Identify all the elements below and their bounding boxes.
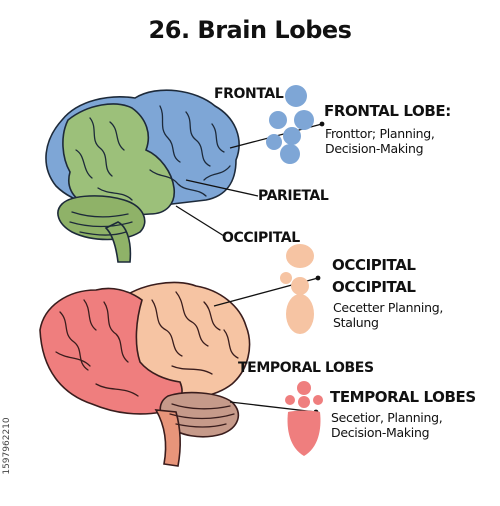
frontal-lobe-heading: FRONTAL LOBE: [324, 102, 451, 120]
occipital-subheading: OCCIPITAL [332, 278, 416, 296]
frontal-lobe-icon [266, 85, 314, 164]
lower-brain [39, 281, 251, 467]
frontal-lobe-description: Fronttor; Planning, Decision-Making [325, 126, 435, 156]
lower-brainstem [154, 409, 181, 467]
page-title: 26. Brain Lobes [148, 16, 352, 44]
temporal-line-2: Decision-Making [331, 425, 430, 440]
temporal-line-1: Secetior, Planning, [331, 410, 443, 425]
occipital-lobe-icon [280, 244, 314, 334]
occipital-heading: OCCIPITAL [332, 256, 416, 274]
temporal-description: Secetior, Planning, Decision-Making [331, 410, 443, 440]
upper-brain [45, 89, 240, 263]
occipital-description: Cecetter Planning, Stalung [333, 300, 443, 330]
frontal-lobe-line-1: Fronttor; Planning, [325, 126, 435, 141]
label-parietal: PARIETAL [258, 188, 329, 204]
frontal-lobe-line-2: Decision-Making [325, 141, 424, 156]
label-occipital: OCCIPITAL [222, 230, 300, 246]
lower-brain-red-region [39, 287, 183, 415]
side-image-id: 1597962210 [2, 417, 12, 475]
label-frontal: FRONTAL [214, 86, 284, 102]
upper-brain-green-region [62, 103, 175, 216]
upper-cerebellum [57, 195, 146, 241]
occipital-line-1: Cecetter Planning, [333, 300, 444, 315]
label-temporal: TEMPORAL LOBES [238, 360, 374, 376]
temporal-lobe-icon [285, 381, 323, 456]
temporal-heading: TEMPORAL LOBES [330, 388, 476, 406]
occipital-line-2: Stalung [333, 315, 379, 330]
